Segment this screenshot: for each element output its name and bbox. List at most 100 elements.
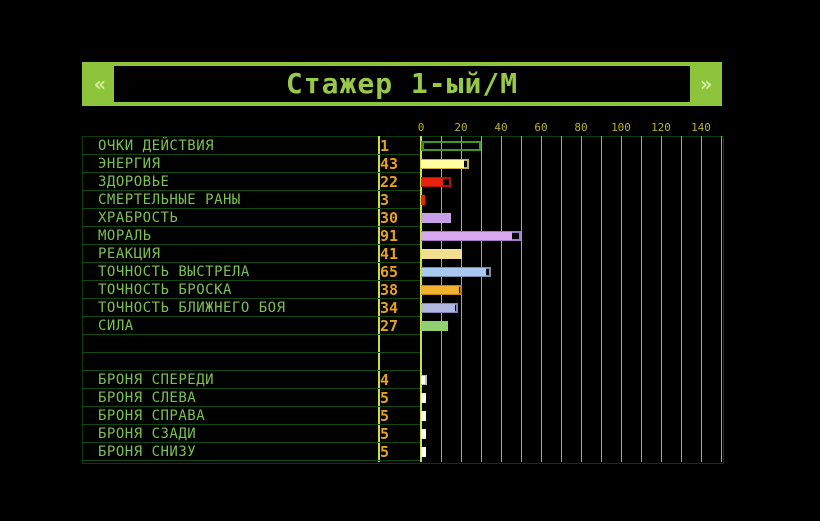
stat-value: 4 — [380, 371, 390, 389]
stat-label: МОРАЛЬ — [98, 228, 152, 244]
row-separator — [82, 334, 420, 335]
previous-soldier-button[interactable]: « — [86, 66, 114, 102]
value-column-divider — [378, 136, 380, 462]
scale-tick-label: 120 — [651, 121, 671, 134]
row-separator — [82, 424, 420, 425]
stat-row: ЭНЕРГИЯ 43 — [82, 155, 722, 173]
stat-current-bar — [421, 250, 462, 258]
stat-current-bar — [421, 286, 459, 294]
stat-label: СИЛА — [98, 318, 134, 334]
stat-label: ТОЧНОСТЬ БРОСКА — [98, 282, 232, 298]
stat-value: 5 — [380, 443, 390, 461]
grid-line — [681, 136, 682, 462]
stat-label: ТОЧНОСТЬ ВЫСТРЕЛА — [98, 264, 250, 280]
stat-label: ЗДОРОВЬЕ — [98, 174, 170, 190]
row-separator — [82, 388, 420, 389]
row-separator — [82, 244, 420, 245]
stat-value: 22 — [380, 173, 399, 191]
stat-label: ОЧКИ ДЕЙСТВИЯ — [98, 138, 215, 154]
stat-row: ОЧКИ ДЕЙСТВИЯ 1 — [82, 137, 722, 155]
stat-current-bar — [421, 448, 426, 456]
stat-value: 1 — [380, 137, 390, 155]
stat-row: ТОЧНОСТЬ БЛИЖНЕГО БОЯ 34 — [82, 299, 722, 317]
stat-value: 30 — [380, 209, 399, 227]
stat-current-bar — [421, 430, 426, 438]
grid-line — [461, 136, 462, 462]
grid-line — [601, 136, 602, 462]
stat-value: 41 — [380, 245, 399, 263]
row-separator — [82, 154, 420, 155]
stat-value: 34 — [380, 299, 399, 317]
stat-current-bar — [421, 394, 426, 402]
row-separator — [82, 172, 420, 173]
title-box — [114, 66, 690, 102]
stat-label: ХРАБРОСТЬ — [98, 210, 179, 226]
row-separator — [82, 406, 420, 407]
grid-line — [441, 136, 442, 462]
grid-line — [721, 136, 722, 462]
scale-tick-label: 40 — [494, 121, 508, 134]
stat-row: БРОНЯ СПЕРЕДИ 4 — [82, 371, 722, 389]
next-soldier-button[interactable]: » — [692, 66, 720, 102]
stat-value: 38 — [380, 281, 399, 299]
stat-value: 27 — [380, 317, 399, 335]
stat-row: ХРАБРОСТЬ 30 — [82, 209, 722, 227]
grid-line — [481, 136, 482, 462]
grid-line — [561, 136, 562, 462]
stat-value: 43 — [380, 155, 399, 173]
scale-tick-label: 140 — [691, 121, 711, 134]
grid-line — [541, 136, 542, 462]
soldier-name-title: Стажер 1-ый/М — [285, 67, 519, 100]
scale-tick-label: 60 — [534, 121, 548, 134]
stat-current-bar — [421, 178, 443, 186]
stat-current-bar — [421, 322, 448, 330]
scale-tick-label: 100 — [611, 121, 631, 134]
stat-value: 5 — [380, 425, 390, 443]
stat-value: 91 — [380, 227, 399, 245]
row-separator — [82, 262, 420, 263]
stat-value: 5 — [380, 389, 390, 407]
row-separator — [82, 370, 420, 371]
row-separator — [82, 316, 420, 317]
stat-current-bar — [421, 196, 424, 204]
stat-row: СИЛА 27 — [82, 317, 722, 335]
row-separator — [82, 208, 420, 209]
stat-value: 3 — [380, 191, 390, 209]
grid-line — [641, 136, 642, 462]
stat-current-bar — [421, 268, 486, 276]
row-separator — [82, 226, 420, 227]
stat-current-bar — [421, 376, 425, 384]
grid-line — [701, 136, 702, 462]
stat-row: МОРАЛЬ 91 — [82, 227, 722, 245]
stat-value: 65 — [380, 263, 399, 281]
row-separator — [82, 442, 420, 443]
stat-current-bar — [421, 214, 451, 222]
stat-label: БРОНЯ СПЕРЕДИ — [98, 372, 215, 388]
grid-line — [661, 136, 662, 462]
stat-label: ЭНЕРГИЯ — [98, 156, 161, 172]
row-separator — [82, 190, 420, 191]
stat-row: РЕАКЦИЯ 41 — [82, 245, 722, 263]
grid-line — [501, 136, 502, 462]
stat-current-bar — [421, 160, 464, 168]
stat-value: 5 — [380, 407, 390, 425]
row-separator — [82, 298, 420, 299]
scale-tick-label: 0 — [417, 121, 425, 134]
stat-row: ЗДОРОВЬЕ 22 — [82, 173, 722, 191]
stat-label: РЕАКЦИЯ — [98, 246, 161, 262]
scale-tick-label: 20 — [454, 121, 468, 134]
stat-label: ТОЧНОСТЬ БЛИЖНЕГО БОЯ — [98, 300, 286, 316]
stat-current-bar — [421, 412, 426, 420]
zero-axis — [420, 136, 422, 462]
stat-row: ТОЧНОСТЬ ВЫСТРЕЛА 65 — [82, 263, 722, 281]
grid-line — [621, 136, 622, 462]
row-separator — [82, 352, 420, 353]
stat-current-bar — [421, 142, 424, 150]
stat-row: ТОЧНОСТЬ БРОСКА 38 — [82, 281, 722, 299]
stat-current-bar — [421, 304, 455, 312]
